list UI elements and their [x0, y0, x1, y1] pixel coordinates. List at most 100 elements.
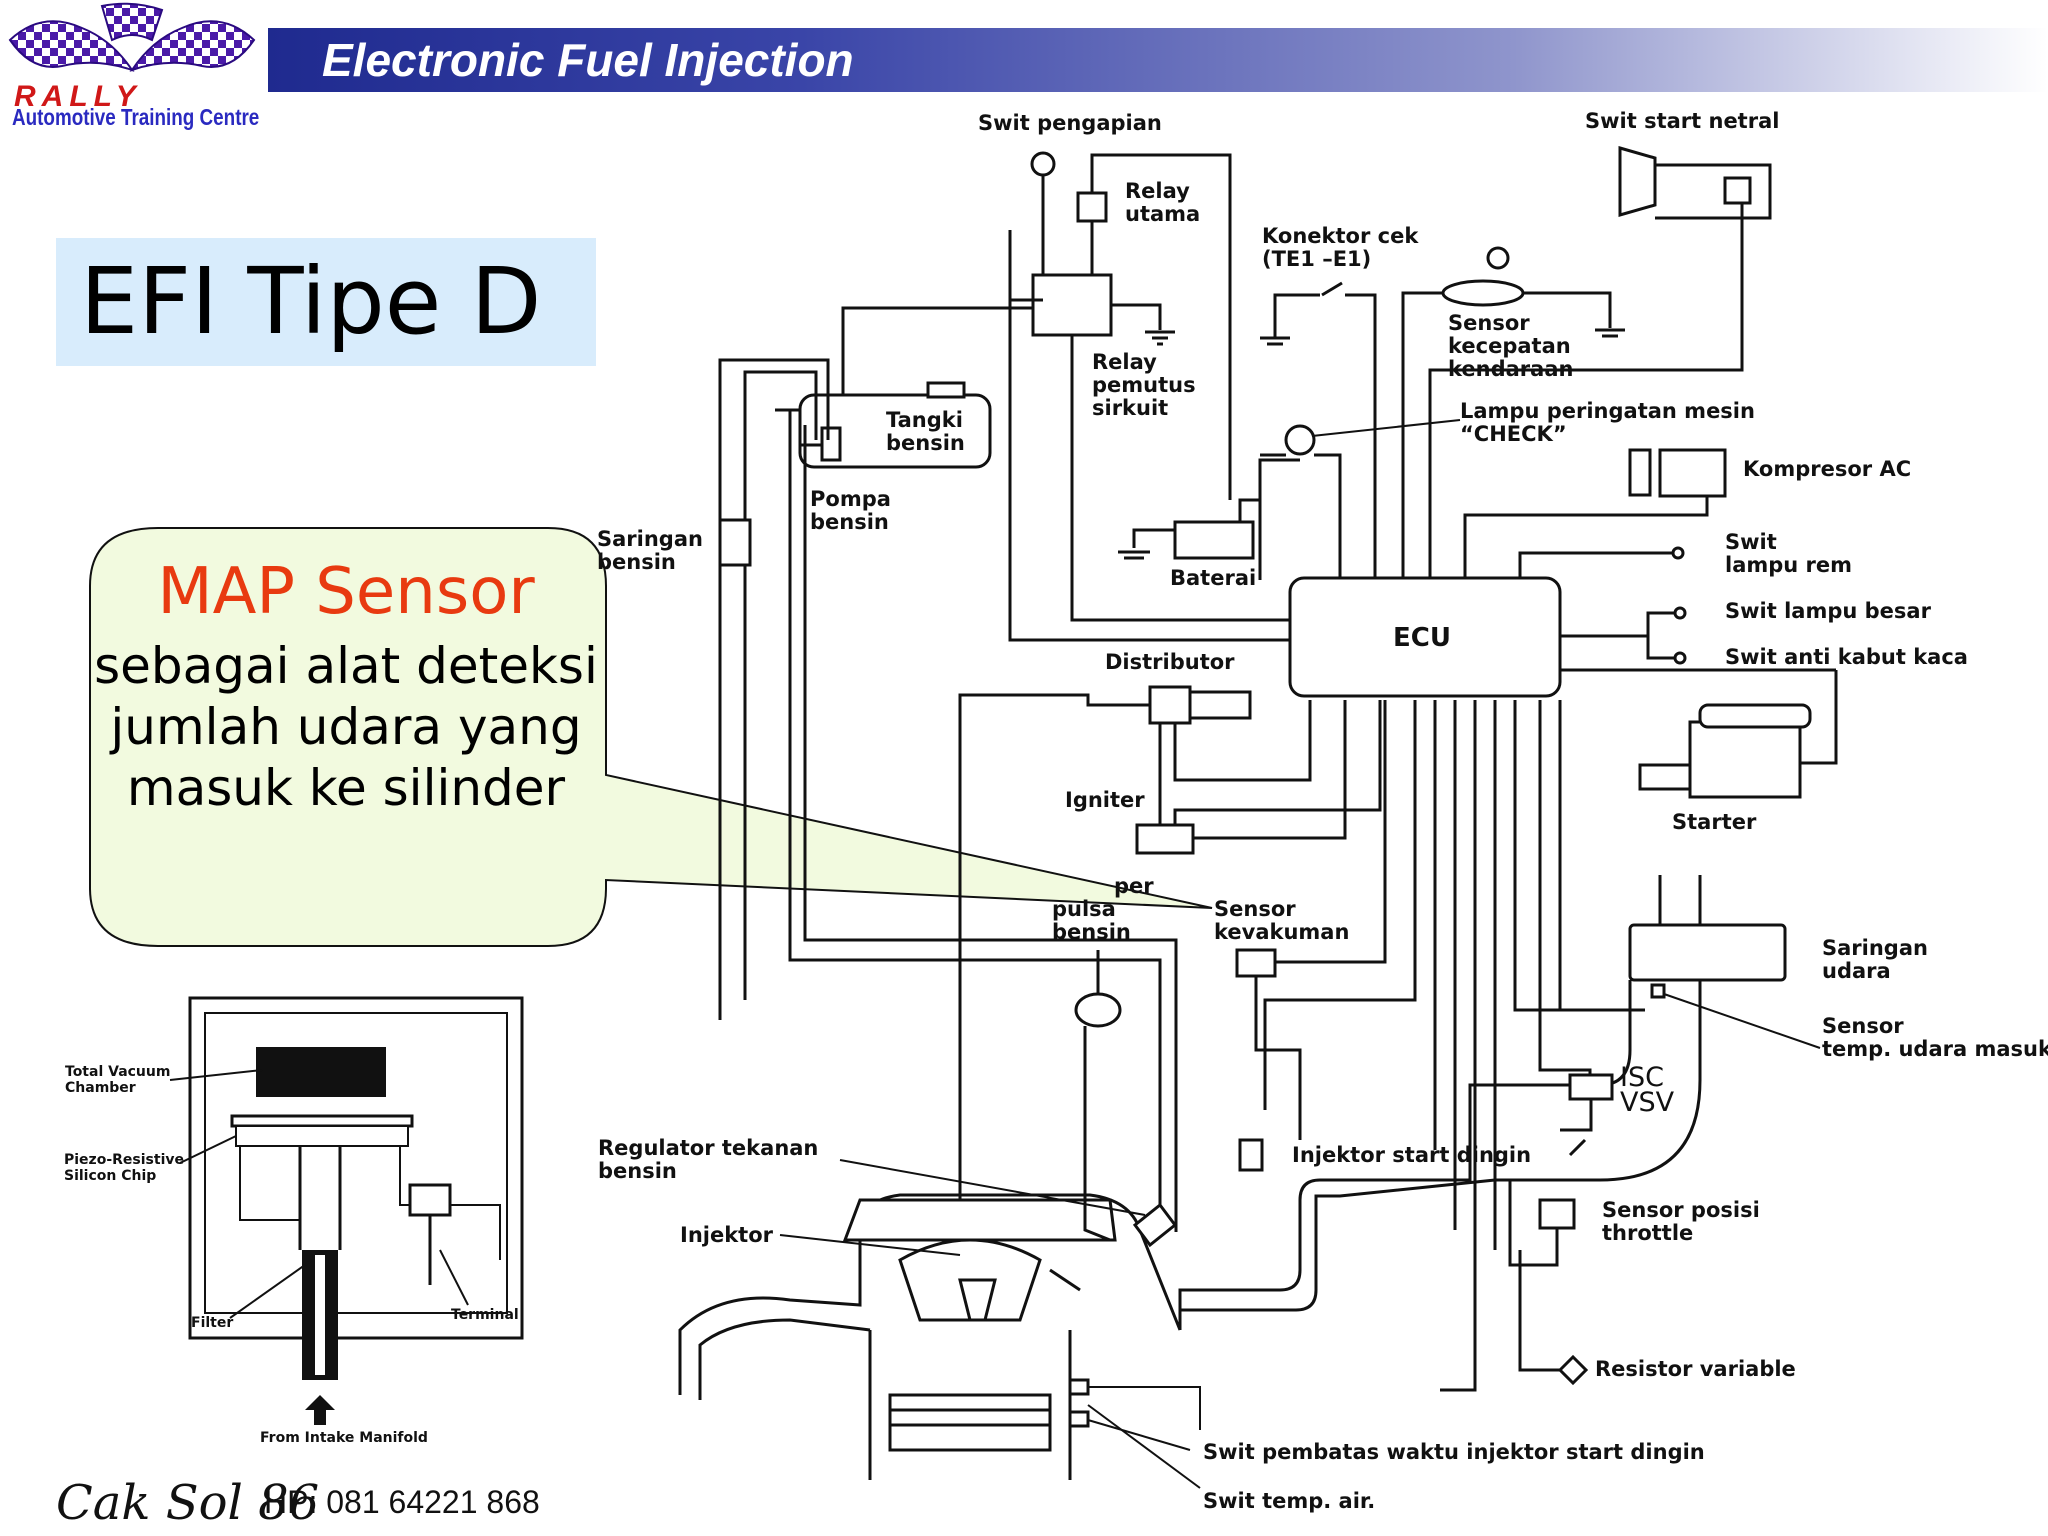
label-main-relay-2: utama [1125, 202, 1200, 226]
label-check-lamp-1: Lampu peringatan mesin [1460, 399, 1755, 423]
label-time-switch: Swit pembatas waktu injektor start dingi… [1203, 1440, 1705, 1464]
label-neutral-start-switch: Swit start netral [1585, 109, 1779, 133]
fuel-filter-icon [718, 518, 752, 567]
label-cold-start-injector: Injektor start dingin [1292, 1143, 1531, 1167]
throttle-sensor-icon [1538, 1198, 1576, 1230]
label-vacuum-chamber-2: Chamber [65, 1080, 136, 1096]
label-fuel-tank-1: Tangki [886, 408, 963, 432]
vacuum-chamber-icon [256, 1047, 386, 1097]
label-ignition-switch: Swit pengapian [978, 111, 1162, 135]
label-circuit-relay-2: pemutus [1092, 373, 1196, 397]
label-starter: Starter [1672, 810, 1757, 834]
callout-body: sebagai alat deteksi jumlah udara yang m… [94, 637, 598, 817]
label-pressure-regulator-2: bensin [598, 1159, 677, 1183]
speed-sensor-icon [1441, 279, 1525, 307]
label-vacuum-chamber-1: Total Vacuum [65, 1064, 170, 1080]
label-fuel-filter-1: Saringan [597, 527, 703, 551]
label-brake-switch-2: lampu rem [1725, 553, 1852, 577]
ignition-switch-icon [1030, 151, 1056, 177]
ecu-box [1288, 576, 1562, 698]
label-vacuum-sensor-1: Sensor [1214, 897, 1296, 921]
isc-vsv-icon [1568, 1073, 1614, 1101]
label-injector: Injektor [680, 1223, 774, 1247]
efi-schematic [678, 146, 1838, 1489]
label-manifold: From Intake Manifold [260, 1430, 428, 1446]
label-defog-switch: Swit anti kabut kaca [1725, 645, 1968, 669]
circuit-relay-icon [1031, 273, 1113, 337]
engine-cylinder [868, 1330, 1072, 1480]
vacuum-sensor-icon [1235, 948, 1277, 978]
igniter-icon [1135, 823, 1195, 855]
label-main-relay-1: Relay [1125, 179, 1190, 203]
pulsation-damper-icon [1074, 992, 1122, 1028]
fuel-tank-icon [798, 393, 992, 469]
label-check-lamp-2: “CHECK” [1460, 422, 1567, 446]
pressure-regulator-icon [1132, 1202, 1178, 1248]
label-fuel-pump-2: bensin [810, 510, 889, 534]
starter-icon [1688, 720, 1802, 799]
slide-title-box [56, 238, 596, 366]
battery-icon [1173, 520, 1255, 560]
label-air-filter-1: Saringan [1822, 936, 1928, 960]
main-relay-icon [1076, 191, 1108, 223]
check-lamp-icon [1284, 424, 1316, 456]
header-banner [268, 28, 2048, 92]
diagram-labels: Swit pengapian Relay utama Swit start ne… [597, 109, 2048, 1513]
footer-author: Cak Sol 86 [56, 1475, 320, 1531]
label-throttle-sensor-2: throttle [1602, 1221, 1693, 1245]
label-chip-1: Piezo-Resistive [64, 1152, 184, 1168]
map-sensor-cutaway: Total Vacuum Chamber Piezo-Resistive Sil… [64, 996, 524, 1446]
label-speed-sensor-1: Sensor [1448, 311, 1530, 335]
label-isc-vsv-2: VSV [1620, 1087, 1675, 1118]
label-pulsation-damper-2: pulsa [1052, 897, 1116, 921]
intake-arrow-icon [305, 1395, 335, 1425]
air-filter-icon [1628, 923, 1787, 982]
label-fuel-pump-1: Pompa [810, 487, 891, 511]
label-intake-temp-sensor-2: temp. udara masuk [1822, 1037, 2048, 1061]
label-headlamp-switch: Swit lampu besar [1725, 599, 1932, 623]
label-fuel-filter-2: bensin [597, 550, 676, 574]
label-filter: Filter [191, 1315, 233, 1331]
label-ecu: ECU [1393, 623, 1451, 653]
label-terminal: Terminal [451, 1307, 519, 1323]
label-air-filter-2: udara [1822, 959, 1891, 983]
label-throttle-sensor-1: Sensor posisi [1602, 1198, 1760, 1222]
distributor-icon [1148, 685, 1192, 725]
logo-rally-text: RALLY [14, 80, 142, 113]
label-brake-switch-1: Swit [1725, 530, 1777, 554]
checkered-flags-icon [8, 2, 256, 72]
fuel-pump-icon [820, 426, 842, 462]
label-speed-sensor-3: kendaraan [1448, 357, 1573, 381]
label-variable-resistor: Resistor variable [1595, 1357, 1796, 1381]
label-speed-sensor-2: kecepatan [1448, 334, 1571, 358]
cold-start-injector-icon [1238, 1138, 1264, 1172]
label-battery: Baterai [1170, 566, 1256, 590]
label-ac-compressor: Kompresor AC [1743, 457, 1911, 481]
logo-subtitle: Automotive Training Centre [12, 104, 260, 130]
label-check-connector-2: (TE1 –E1) [1262, 247, 1371, 271]
ac-compressor-icon [1628, 448, 1652, 497]
label-circuit-relay-1: Relay [1092, 350, 1157, 374]
label-water-temp-switch: Swit temp. air. [1203, 1489, 1375, 1513]
label-fuel-tank-2: bensin [886, 431, 965, 455]
label-chip-2: Silicon Chip [64, 1168, 156, 1184]
label-vacuum-sensor-2: kevakuman [1214, 920, 1349, 944]
footer-phone: HP: 081 64221 868 [264, 1484, 540, 1520]
callout-bubble [89, 527, 1213, 947]
label-check-connector-1: Konektor cek [1262, 224, 1419, 248]
intake-manifold [1178, 1178, 1340, 1330]
label-isc-vsv-1: ISC [1620, 1062, 1664, 1093]
banner-title: Electronic Fuel Injection [322, 34, 854, 86]
label-distributor: Distributor [1105, 650, 1235, 674]
slide-title: EFI Tipe D [80, 248, 542, 355]
label-pulsation-damper-1: per [1114, 874, 1154, 898]
label-pulsation-damper-3: bensin [1052, 920, 1131, 944]
injector-icon [958, 1278, 997, 1322]
label-pressure-regulator-1: Regulator tekanan [598, 1136, 818, 1160]
callout-title: MAP Sensor [157, 555, 535, 629]
label-circuit-relay-3: sirkuit [1092, 396, 1168, 420]
label-intake-temp-sensor-1: Sensor [1822, 1014, 1904, 1038]
rally-logo [2, 0, 262, 140]
variable-resistor-icon [1557, 1354, 1589, 1386]
